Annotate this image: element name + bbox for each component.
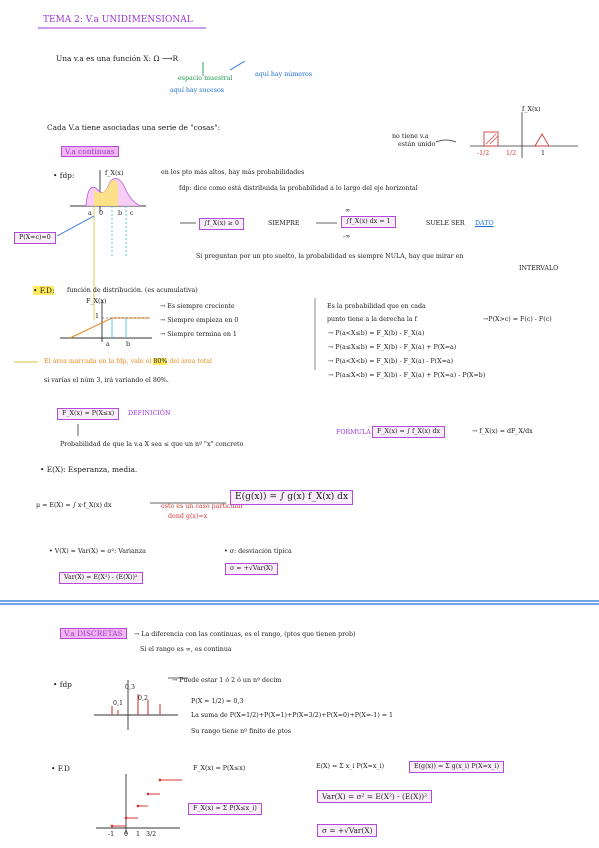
disc-axis-m1: -1 <box>108 831 115 838</box>
eg-box: E(g(x)) = ∫ g(x) f_X(x) dx <box>230 490 354 505</box>
fdp-fx-label: f_X(x) <box>105 170 124 177</box>
pxc-box: P(X=c)=0 <box>14 232 56 245</box>
fd-axis-b: b <box>126 341 131 348</box>
disc-axis-0: 0 <box>124 831 129 838</box>
fdp-label: • fdp: <box>53 171 75 180</box>
fdp-axis-b: b <box>118 210 123 217</box>
fd-label: • F.D: <box>33 286 55 295</box>
siempre-word: SIEMPRE <box>268 220 300 227</box>
bar-val-02: 0,2 <box>138 695 149 702</box>
sucesos-label: aquí hay sucesos <box>170 87 225 94</box>
suele-ser: SUELE SER <box>426 220 465 227</box>
suma-eq: La suma de P(X=1/2)+P(X=1)+P(X=3/2)+P(X=… <box>191 712 394 719</box>
int-lim-bot: -∞ <box>343 233 351 240</box>
prob-eq-3: → P(a≤X<b) = F_X(b) - F_X(a) + P(X=a) - … <box>328 372 486 379</box>
formula-label: FORMULA <box>336 429 371 436</box>
disc-eg-box: E(g(x)) = Σ g(x_i) P(X=x_i) <box>409 761 505 774</box>
fd-one: 1 <box>95 313 100 320</box>
cosas-line: Cada V.a tiene asociadas una serie de "c… <box>47 123 221 132</box>
pregunta-text: Si preguntan por un pto suelto, la proba… <box>196 253 464 260</box>
mini-axis-fx: f_X(x) <box>522 106 541 113</box>
fd-prop-0: → Es siempre creciente <box>160 303 235 310</box>
area-text: El área marcada en la fdp, vale el 80% d… <box>44 358 213 365</box>
mini-axis-v3: 1 <box>541 150 546 157</box>
fd-desc: función de distribución. (es acumulativa… <box>67 287 198 294</box>
disc-e-eq: E(X) = Σ x_i P(X=x_i) <box>316 763 385 770</box>
esp-note-2: dond g(x)=x <box>168 513 208 520</box>
mini-axis-v1: -1/2 <box>477 150 490 157</box>
area-text-2: si varías el núm 3, irá variando el 80%. <box>44 377 169 384</box>
disc-fdp-label: • fdp <box>53 680 72 689</box>
def-desc: Probabilidad de que la v.a X sea ≤ que u… <box>60 441 244 448</box>
bar-val-01: 0,1 <box>113 700 124 707</box>
siempre-box: ∫f_X(x) ≥ 0 <box>199 218 244 231</box>
desv-box: σ = +√Var(X) <box>225 563 278 576</box>
disc-fd-box: F_X(x) = Σ P(X≤x_i) <box>188 803 262 816</box>
alto-text: en los pto más altos, hay más probabilid… <box>161 169 305 176</box>
disc-fd-eq: F_X(x) = P(X≤x) <box>193 765 246 772</box>
discretas-header: V.a DISCRETAS <box>60 628 127 640</box>
continuas-header: V.a continuas <box>61 146 119 158</box>
prob-text-1: Es la probabilidad que en cada <box>327 303 426 310</box>
esp-label: • E(X): Esperanza, media. <box>40 465 138 474</box>
no-tiene-line2: están unido <box>398 141 436 148</box>
int-lim-top: ∞ <box>345 207 351 214</box>
disc-axis-32: 3/2 <box>146 831 157 838</box>
var-label: • V(X) = Var(X) = σ²: Varianza <box>49 548 146 555</box>
rango-text: Si el rango es ∞, es continua <box>140 646 232 653</box>
intervalo-word: INTERVALO <box>519 265 559 272</box>
bar-val-03: 0,3 <box>125 684 136 691</box>
diff-text: → La diferencia con las continuas, es el… <box>134 631 356 638</box>
puede-text: → Puede estar 1 ó 2 ó un nº decim <box>172 677 282 684</box>
fdp-axis-0: 0 <box>99 210 104 217</box>
disc-desv-box: σ = +√Var(X) <box>317 824 378 838</box>
no-tiene-line1: no tiene v.a <box>392 133 429 140</box>
prob-eq: P(X = 1/2) = 0,3 <box>191 698 244 705</box>
prob-eq-1: → P(a≤X≤b) = F_X(b) - F_X(a) + P(X=a) <box>328 344 457 351</box>
rango-finito: Su rango tiene nº finito de ptos <box>191 728 292 735</box>
prob-eq-2: → P(a<X<b) = F_X(b) - F_X(a) - P(X=a) <box>328 358 454 365</box>
intro-line: Una v.a es una función X: Ω ⟶R <box>56 54 179 63</box>
fdp-desc: fdp: dice como está distribuida la proba… <box>179 185 418 192</box>
page-title: TEMA 2: V.a UNIDIMENSIONAL <box>43 15 193 25</box>
definicion-label: DEFINICIÓN <box>128 410 171 417</box>
disc-var-box: Var(X) = σ² = E(X²) - (E(X))² <box>317 790 433 804</box>
disc-axis-1: 1 <box>136 831 141 838</box>
mini-axis-v2: 1/2 <box>506 150 517 157</box>
fd-prop-1: → Siempre empieza en 0 <box>160 317 239 324</box>
disc-fd-label: • F.D <box>51 764 70 773</box>
prob-eq-0: → P(a<X≤b) = F_X(b) - F_X(a) <box>328 330 425 337</box>
esp-note-1: esto es un caso particular <box>161 503 244 510</box>
fdp-axis-c: c <box>130 210 134 217</box>
espacio-muestral-label: espacio muestral <box>178 75 233 82</box>
fd-prop-2: → Siempre termina en 1 <box>160 331 237 338</box>
fd-fx-label: F_X(x) <box>86 298 107 305</box>
prob-eq-right: →P(X>c) = F(c) - F(c) <box>483 316 552 323</box>
def-box: F_X(x) = P(X≤x) <box>57 408 120 421</box>
formula-box: F_X(x) = ∫ f_X(x) dx <box>372 426 446 439</box>
desv-label: • σ: desviación típica <box>224 548 292 555</box>
mu-eq: μ = E(X) = ∫ x·f_X(x) dx <box>36 502 112 509</box>
var-box: Var(X) = E(X²) - (E(X))² <box>59 572 143 585</box>
integral-box: ∫f_X(x) dx = 1 <box>341 216 396 229</box>
formula-deriv: → f_X(x) = dF_X/dx <box>472 428 533 435</box>
fdp-axis-a: a <box>88 210 92 217</box>
dato-label: DATO <box>475 220 494 227</box>
prob-text-2: punto tiene a la derecha la f <box>327 316 417 323</box>
numeros-label: aquí hay números <box>255 71 313 78</box>
fd-axis-a: a <box>106 341 110 348</box>
